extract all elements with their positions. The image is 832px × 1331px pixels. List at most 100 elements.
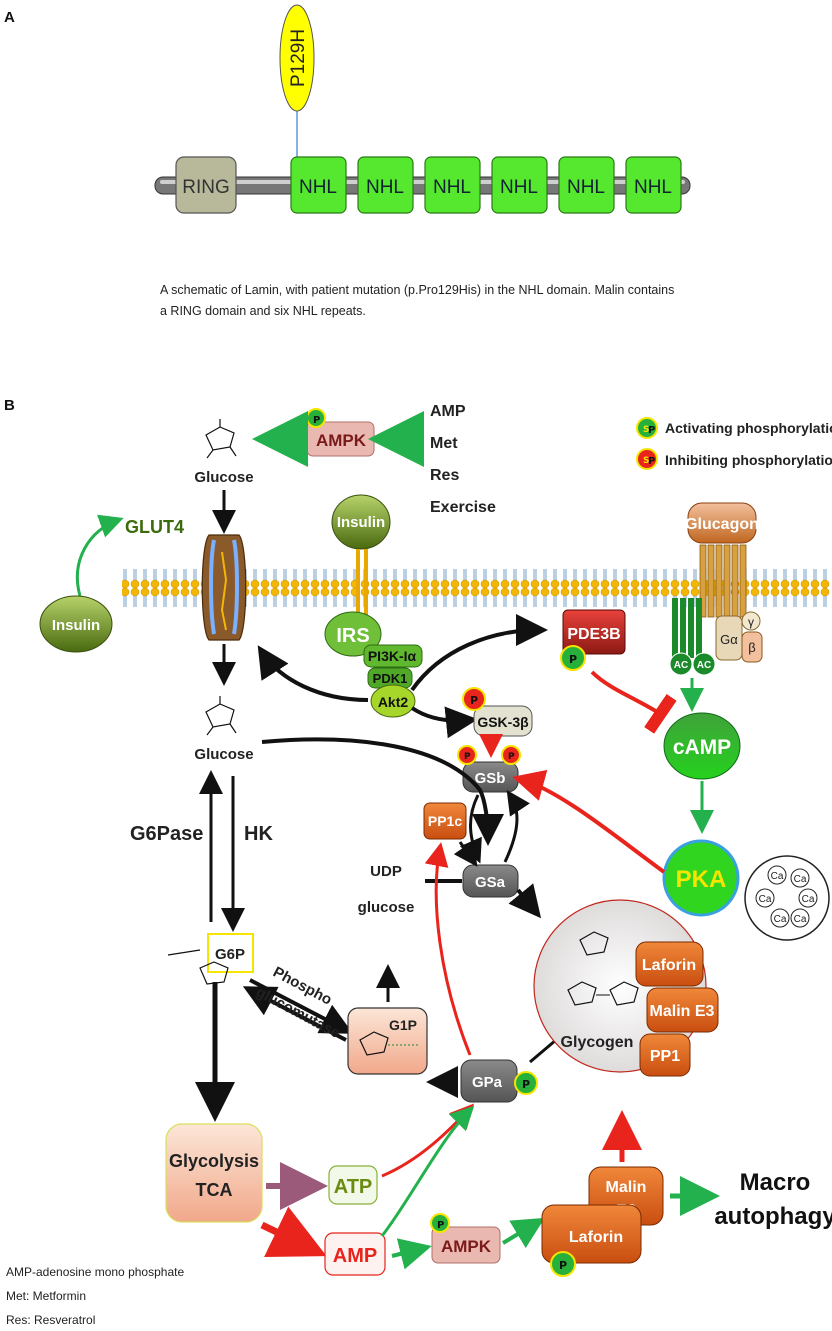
mutation-label: P129H bbox=[288, 29, 309, 87]
arrow-akt2-to-pde3b bbox=[410, 614, 548, 692]
pdk1-label: PDK1 bbox=[373, 671, 408, 686]
activator-exercise: Exercise bbox=[430, 499, 496, 516]
udp-label-2: glucose bbox=[358, 899, 415, 916]
g-gamma-label: γ bbox=[748, 615, 754, 629]
arrow-gsa-to-glycogen bbox=[508, 883, 542, 919]
ampk-bottom-label: AMPK bbox=[441, 1237, 492, 1256]
glycolysis-tca-node: Glycolysis TCA bbox=[165, 1123, 263, 1223]
domain-ring: RING bbox=[175, 156, 237, 214]
glut4-label: GLUT4 bbox=[125, 517, 184, 537]
glucose-mid-label: Glucose bbox=[194, 746, 253, 763]
footnote-res: Res: Resveratrol bbox=[6, 1313, 95, 1327]
ca-4: Ca bbox=[802, 894, 815, 905]
pp1c-node: PP1c bbox=[423, 802, 467, 840]
pp1-on-glycogen: PP1 bbox=[639, 1033, 691, 1077]
ampk-bottom-phospho-icon bbox=[430, 1213, 450, 1233]
insulin-receptor-label: Insulin bbox=[337, 514, 385, 531]
ca-3: Ca bbox=[759, 894, 772, 905]
ac-label-1: AC bbox=[674, 660, 688, 671]
laforin-phospho-icon bbox=[550, 1251, 576, 1277]
gsb-node: GSb P P bbox=[457, 745, 521, 793]
svg-text:P: P bbox=[522, 1078, 530, 1091]
inhibit-pde3b-to-camp bbox=[590, 670, 677, 734]
ampk-top: AMPK P bbox=[306, 408, 375, 457]
g1p-label: G1P bbox=[389, 1017, 417, 1033]
g6p-structure bbox=[167, 949, 229, 985]
pi3k-node: PI3K-Iα bbox=[363, 644, 423, 668]
glucagon-receptor-helices bbox=[699, 544, 747, 618]
pp1c-label: PP1c bbox=[428, 813, 462, 829]
svg-text:P: P bbox=[313, 415, 320, 426]
arrow-glucose-to-gsa bbox=[261, 737, 504, 846]
domain-nhl-1-label: NHL bbox=[299, 177, 337, 198]
domain-nhl-3-label: NHL bbox=[433, 177, 471, 198]
irs-node: IRS bbox=[324, 611, 382, 657]
gsa-label: GSa bbox=[475, 874, 506, 891]
laforin-complex: Laforin P bbox=[541, 1204, 642, 1277]
glycolysis-label-1: Glycolysis bbox=[169, 1151, 259, 1171]
gsb-phospho-icon-1 bbox=[457, 745, 477, 765]
camp-node: cAMP bbox=[663, 712, 741, 780]
domain-nhl-5: NHL bbox=[558, 156, 615, 214]
malin-e3-on-glycogen: Malin E3 bbox=[646, 987, 719, 1033]
gsb-label: GSb bbox=[475, 770, 506, 787]
activator-met: Met bbox=[430, 435, 458, 452]
ampk-top-label: AMPK bbox=[316, 431, 367, 450]
pka-node: PKA bbox=[662, 839, 740, 917]
gpa-node: GPa P bbox=[460, 1059, 538, 1103]
svg-text:P: P bbox=[648, 425, 655, 436]
g6pase-label: G6Pase bbox=[130, 823, 203, 845]
ca-1: Ca bbox=[771, 871, 784, 882]
svg-text:P: P bbox=[470, 694, 478, 707]
arrow-amp-to-ampk bbox=[391, 1238, 432, 1270]
adenylate-cyclase: AC AC bbox=[669, 598, 716, 676]
irs-label: IRS bbox=[336, 625, 369, 647]
gsb-phospho-icon-2 bbox=[501, 745, 521, 765]
glucose-top-label: Glucose bbox=[194, 469, 253, 486]
glucagon-label: Glucagon bbox=[685, 516, 759, 533]
arrow-insulin-to-glut4 bbox=[75, 514, 124, 597]
atp-label: ATP bbox=[334, 1176, 373, 1198]
macroautophagy-label-2: autophagy bbox=[714, 1203, 832, 1230]
legend-inhibiting-label: Inhibiting phosphorylation bbox=[665, 452, 832, 468]
svg-text:P: P bbox=[569, 653, 577, 666]
pp1-label: PP1 bbox=[650, 1048, 680, 1065]
domain-nhl-2-label: NHL bbox=[366, 177, 404, 198]
amp-node: AMP bbox=[324, 1232, 386, 1276]
pde3b-label: PDE3B bbox=[567, 626, 620, 643]
pdk1-node: PDK1 bbox=[367, 667, 413, 689]
ca-5: Ca bbox=[774, 914, 787, 925]
gsk3b-phospho-icon bbox=[462, 687, 486, 711]
gpa-label: GPa bbox=[472, 1074, 503, 1091]
panel-a-caption-line2: a RING domain and six NHL repeats. bbox=[160, 304, 366, 318]
glucagon-node: Glucagon bbox=[685, 502, 759, 544]
amp-label: AMP bbox=[333, 1245, 377, 1267]
camp-label: cAMP bbox=[673, 736, 731, 759]
svg-text:P: P bbox=[559, 1259, 567, 1272]
arrow-glycolysis-to-amp bbox=[260, 1206, 327, 1258]
glucose-structure-mid bbox=[205, 696, 237, 736]
activator-res: Res bbox=[430, 467, 459, 484]
malin-bottom-label-1: Malin bbox=[606, 1179, 647, 1196]
svg-text:P: P bbox=[464, 752, 471, 762]
arrow-akt2-to-gsk3b bbox=[410, 706, 478, 739]
gsk3b-label: GSK-3β bbox=[477, 714, 529, 730]
mutation-marker bbox=[279, 4, 315, 112]
gsk3b-node: GSK-3β P bbox=[462, 687, 533, 737]
g6p-node: G6P bbox=[207, 933, 254, 973]
udp-label-1: UDP bbox=[370, 863, 402, 880]
akt2-label: Akt2 bbox=[378, 694, 409, 710]
ca-6: Ca bbox=[794, 914, 807, 925]
arrow-pp1c-to-gsa bbox=[453, 840, 478, 867]
panel-a-letter: A bbox=[4, 9, 15, 26]
pi3k-label: PI3K-Iα bbox=[368, 648, 417, 664]
domain-nhl-6-label: NHL bbox=[634, 177, 672, 198]
arrow-gsb-to-gsa bbox=[459, 794, 482, 864]
svg-text:P: P bbox=[648, 456, 655, 467]
hk-label: HK bbox=[244, 823, 273, 845]
legend-activating-label: Activating phosphorylation bbox=[665, 420, 832, 436]
glycolysis-label-2: TCA bbox=[196, 1180, 233, 1200]
laforin-label: Laforin bbox=[642, 957, 696, 974]
